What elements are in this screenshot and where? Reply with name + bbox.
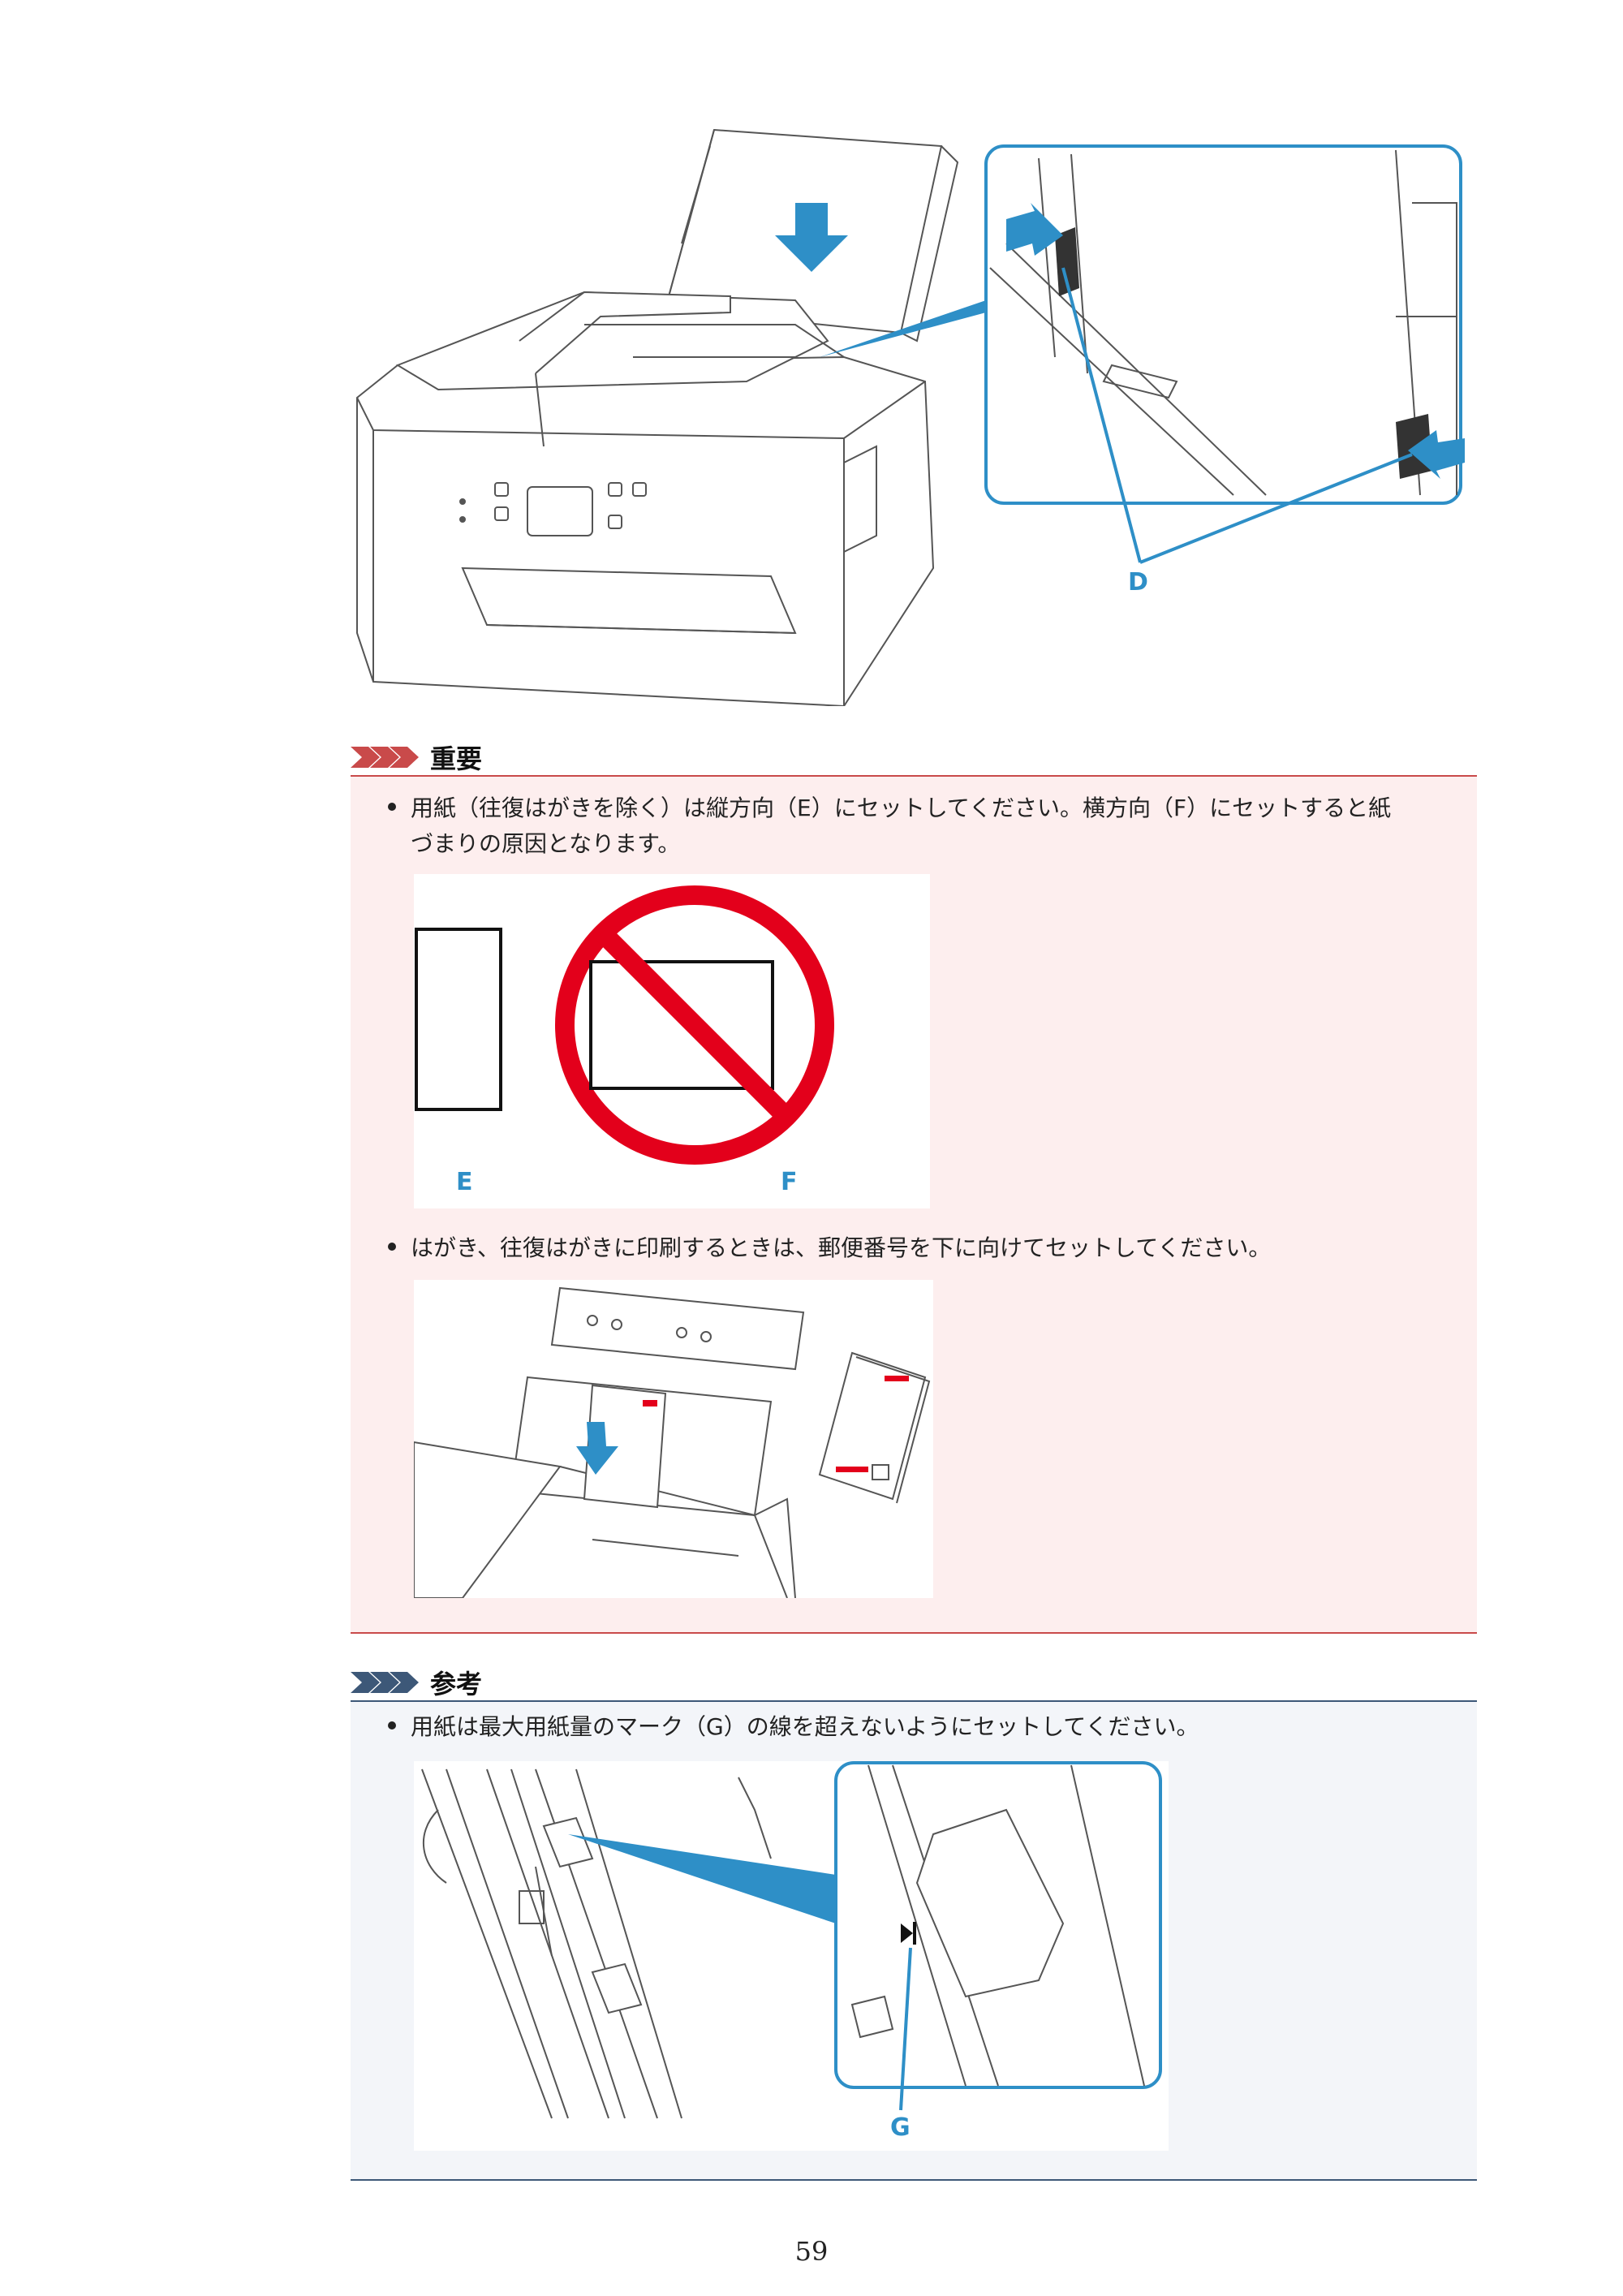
note-heading: 参考 <box>351 1664 482 1701</box>
printer-illustration <box>356 128 1465 706</box>
important-bullet-1: 用紙（往復はがきを除く）は縦方向（E）にセットしてください。横方向（F）にセット… <box>388 790 1467 862</box>
important-bullet-1-line-2: づまりの原因となります。 <box>411 830 681 857</box>
max-paper-mark-figure: G <box>414 1761 1169 2151</box>
orientation-figure: E F <box>414 874 930 1208</box>
important-bullet-1-line-1: 用紙（往復はがきを除く）は縦方向（E）にセットしてください。横方向（F）にセット… <box>411 795 1392 821</box>
important-title: 重要 <box>430 743 483 774</box>
printer-rear-tray-figure: D <box>341 114 1477 706</box>
label-e: E <box>456 1168 473 1196</box>
portrait-paper <box>415 928 502 1111</box>
page-number: 59 <box>794 2236 829 2267</box>
important-chevrons-icon <box>351 745 420 769</box>
note-bullet-1-text: 用紙は最大用紙量のマーク（G）の線を超えないようにセットしてください。 <box>411 1713 1199 1740</box>
postcard-figure <box>414 1280 933 1598</box>
important-bullet-2: はがき、往復はがきに印刷するときは、郵便番号を下に向けてセットしてください。 <box>388 1230 1467 1266</box>
prohibited-icon <box>555 885 834 1165</box>
note-chevrons-icon <box>351 1670 420 1695</box>
note-bullet-1: 用紙は最大用紙量のマーク（G）の線を超えないようにセットしてください。 <box>388 1709 1467 1745</box>
important-bullet-2-text: はがき、往復はがきに印刷するときは、郵便番号を下に向けてセットしてください。 <box>411 1234 1272 1261</box>
label-f: F <box>781 1168 798 1196</box>
callout-label-g: G <box>890 2113 911 2142</box>
important-heading: 重要 <box>351 739 482 776</box>
callout-label-d: D <box>1128 568 1148 597</box>
note-title: 参考 <box>430 1669 483 1699</box>
